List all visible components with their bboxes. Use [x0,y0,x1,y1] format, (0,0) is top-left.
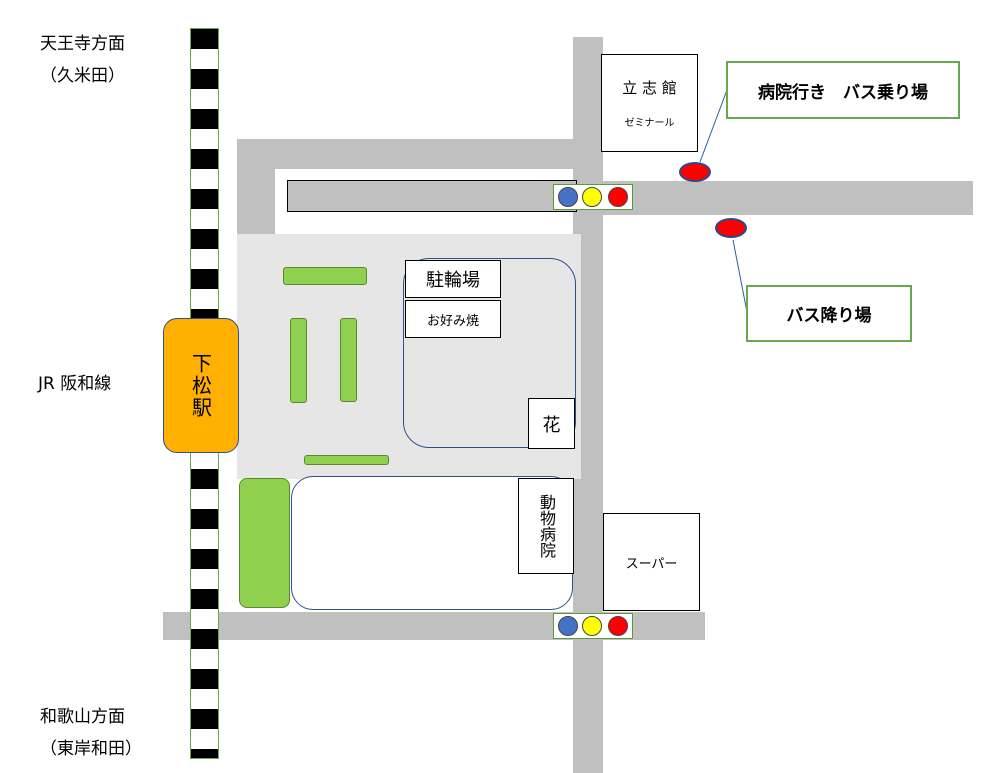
bus-stop-marker-icon[interactable] [679,162,711,182]
building-hana[interactable]: 花 [528,398,575,449]
callout-bus-stop-hospital[interactable]: 病院行き バス乗り場 [726,61,960,119]
road-east-horizontal [603,181,973,215]
station-box[interactable]: 下松駅 [163,318,239,453]
station-name: 下松駅 [188,352,213,419]
building-churinjo[interactable]: 駐輪場 [405,260,501,298]
road-top-horizontal [237,139,573,169]
signal-blue-light [558,616,578,636]
road-left-vertical [237,139,275,239]
signal-yellow-light [582,187,602,207]
churinjo-label: 駐輪場 [426,270,480,291]
green-area-2 [290,318,307,403]
direction-south-label: 和歌山方面 （東岸和田） [40,705,142,761]
connector-line-boarding [699,89,728,163]
green-area-5 [239,478,290,608]
green-area-1 [283,267,367,285]
traffic-signal-icon [553,613,633,639]
direction-south-line2: （東岸和田） [40,739,142,759]
bus-stop-marker-icon[interactable] [715,218,747,238]
supermarket-label: スーパー [625,556,678,572]
green-area-3 [340,318,357,402]
signal-yellow-light [582,616,602,636]
signal-red-light [608,616,628,636]
building-animal-hospital[interactable]: 動物病院 [518,478,574,574]
animal-hospital-label: 動物病院 [537,494,556,558]
signal-red-light [608,187,628,207]
callout-bus-drop-off[interactable]: バス降り場 [746,285,912,342]
connector-line-dropoff [732,239,748,313]
direction-north-label: 天王寺方面 （久米田） [40,32,125,88]
direction-north-line2: （久米田） [40,66,125,86]
signal-blue-light [558,187,578,207]
okonomiyaki-label: お好み焼 [426,313,479,329]
building-supermarket[interactable]: スーパー [603,513,700,611]
hana-label: 花 [542,414,561,436]
ritsushikan-name: 立 志 館 [622,79,677,97]
ritsushikan-sub: ゼミナール [624,118,675,129]
traffic-signal-icon [553,184,633,210]
direction-north-line1: 天王寺方面 [40,34,125,54]
rail-line-label: JR 阪和線 [38,374,112,394]
building-okonomiyaki[interactable]: お好み焼 [405,300,501,338]
callout-bus-drop-off-label: バス降り場 [786,306,872,326]
bus-lane [287,180,577,212]
direction-south-line1: 和歌山方面 [40,707,125,727]
rotary-outline [403,258,576,448]
green-area-4 [304,455,389,465]
callout-bus-stop-hospital-label: 病院行き バス乗り場 [758,82,928,103]
building-ritsushikan[interactable]: 立 志 館 ゼミナール [601,54,698,152]
